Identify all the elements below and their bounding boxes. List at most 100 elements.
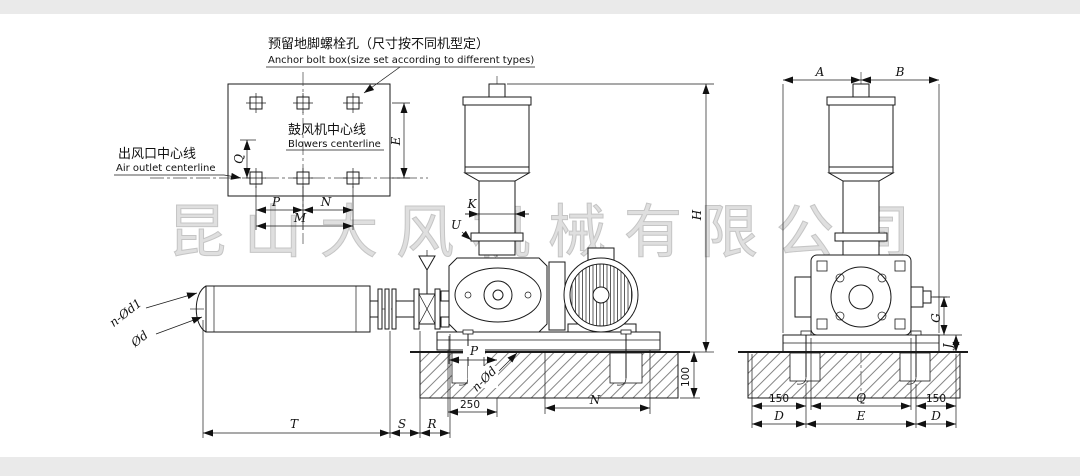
label-halo (468, 366, 498, 388)
intake-filter (462, 83, 532, 256)
dim-g-j: G J (929, 296, 962, 353)
anchor-bolt-note: 预留地脚螺栓孔（尺寸按不同机型定） Anchor bolt box(size s… (266, 36, 535, 94)
anchor-bolt-mark (343, 168, 363, 188)
dim-t-s-r: T S R (202, 320, 451, 438)
anchor-bolt-mark (246, 168, 266, 188)
blower-centerline-label: 鼓风机中心线 Blowers centerline (286, 123, 384, 151)
base-frame (436, 331, 661, 351)
inlet-flange (470, 232, 524, 242)
dim-a-b: A B (782, 65, 940, 333)
blower-casing (440, 257, 548, 333)
flange-callouts: n-Ød1 Ød (107, 292, 203, 351)
air-outlet-label-en: Air outlet centerline (116, 163, 216, 174)
filter-cap (462, 96, 532, 106)
blower-centerline-label-cn: 鼓风机中心线 (288, 123, 366, 138)
dim-label-d-left: D (773, 409, 784, 423)
label-halo (463, 346, 485, 357)
filter-reducer (463, 172, 531, 182)
belt-guard (548, 261, 566, 331)
dim-q: Q (232, 139, 256, 178)
dim-label-s: S (398, 417, 406, 431)
end-foundation (738, 330, 968, 399)
anchor-bolt-note-en: Anchor bolt box(size set according to di… (268, 55, 534, 66)
shaft-circle (483, 280, 513, 310)
dim-label-n-side: N (589, 393, 601, 407)
dim-label-p: P (271, 195, 281, 209)
bolt-pocket (899, 352, 931, 382)
dim-label-m: M (293, 211, 307, 225)
dim-250: 250 (447, 350, 498, 417)
base-frame-outline (436, 331, 661, 351)
note-leader (363, 66, 401, 94)
dim-label-150-left: 150 (769, 393, 789, 405)
dim-label-t: T (290, 417, 299, 431)
dim-label-k: K (467, 197, 478, 211)
silencer-stub (369, 300, 379, 318)
motor (563, 247, 639, 333)
dim-label-n: N (320, 195, 332, 209)
shaft-step (910, 286, 924, 308)
top-page-strip (0, 0, 1080, 14)
dim-label-a: A (815, 65, 825, 79)
bottom-page-strip (0, 457, 1080, 476)
blower-centerline-label-en: Blowers centerline (288, 139, 381, 150)
bolt-box-outline (227, 83, 391, 197)
dim-h: H (507, 83, 714, 353)
dim-label-b: B (895, 65, 905, 79)
casing-outline (448, 257, 548, 333)
relief-valve (418, 250, 436, 294)
dim-label-u: U (451, 218, 462, 232)
dim-p-n-m: P N M (255, 186, 354, 230)
anchor-bolt (906, 330, 922, 385)
end-view: A B G J 150 Q 150 (738, 65, 968, 428)
dim-label-r: R (426, 417, 436, 431)
dim-label-150-right: 150 (926, 393, 946, 405)
motor-hub (592, 286, 610, 304)
anchor-bolt-mark (246, 93, 266, 113)
air-outlet-label: 出风口中心线 Air outlet centerline (114, 147, 242, 180)
casing-bolt (524, 291, 532, 299)
dim-label-od: Ød (128, 328, 151, 351)
air-outlet-label-cn: 出风口中心线 (118, 147, 196, 162)
dim-u: U (451, 218, 472, 241)
expansion-joint (369, 288, 415, 330)
rotor-chamber (454, 267, 542, 323)
side-view: n-Ød1 Ød K U P n-Ød (107, 76, 714, 438)
dim-label-n-od1: n-Ød1 (107, 296, 145, 330)
pipe-spool (395, 300, 415, 318)
anchor-bolt-note-cn: 预留地脚螺栓孔（尺寸按不同机型定） (268, 36, 489, 52)
inlet-spool (478, 240, 516, 256)
dim-label-e: E (389, 136, 403, 146)
dim-n-side: N (544, 350, 651, 414)
casing-bolt (464, 291, 472, 299)
dim-label-j: J (941, 342, 955, 351)
dim-label-q: Q (232, 154, 246, 164)
anchor-bolt (616, 329, 632, 386)
shaft-end (922, 290, 932, 304)
end-bottom-dims: 150 Q 150 D E D (751, 338, 957, 428)
anchor-bolt-mark (293, 93, 313, 113)
dim-label-h: H (690, 209, 704, 221)
dim-label-q-end: Q (856, 391, 866, 405)
air-outlet-leader (223, 172, 242, 180)
plan-view: E Q P N M (150, 72, 428, 244)
check-valve (413, 288, 450, 330)
dim-label-d-right: D (930, 409, 941, 423)
dim-label-g: G (929, 313, 943, 323)
end-inlet-flange (794, 276, 812, 318)
filter-top-pipe (488, 83, 506, 98)
filter-bottom-ring (464, 166, 530, 174)
od-leader (155, 316, 203, 335)
shaft-center (492, 289, 504, 301)
dim-p-side: P (448, 336, 497, 364)
intake-filter-end (826, 83, 896, 256)
anchor-bolt (796, 330, 812, 385)
anchor-bolt-mark (343, 93, 363, 113)
blower-end (794, 254, 932, 336)
n-od1-leader (145, 292, 198, 309)
dim-e: E (389, 102, 410, 179)
end-base (782, 334, 940, 353)
silencer-body (205, 285, 371, 333)
end-shaft-circle (830, 266, 892, 328)
